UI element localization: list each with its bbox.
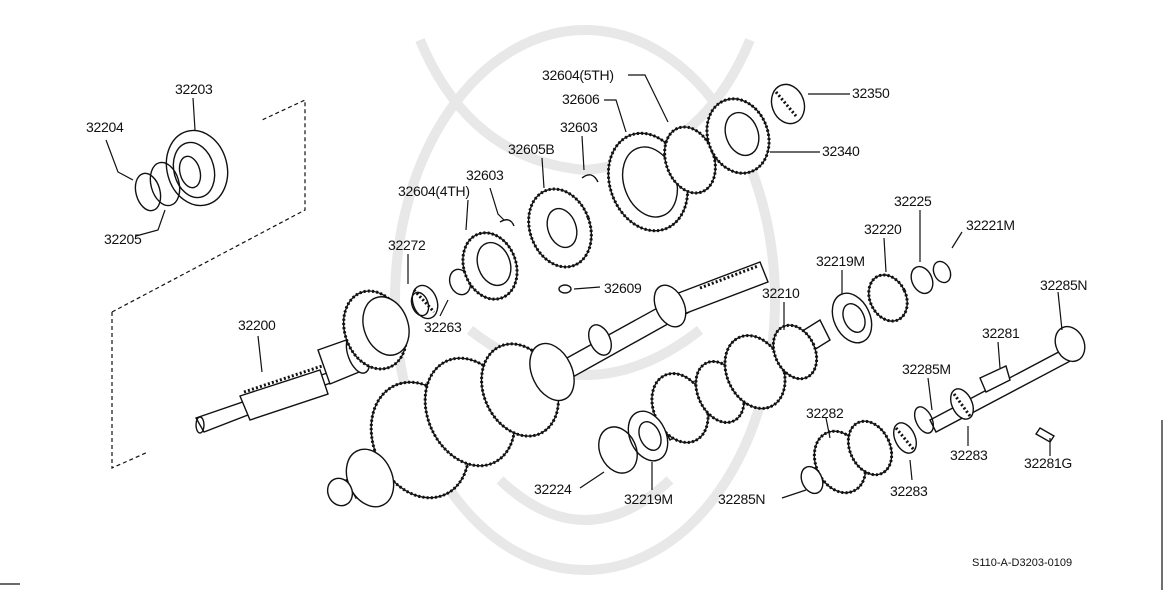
callout-32609: 32609 [604, 280, 642, 296]
callout-32219m-top: 32219M [816, 253, 865, 269]
bearing-32219m-bottom [627, 410, 669, 462]
spacer-32225 [910, 265, 934, 295]
callout-32285n-bottom: 32285N [718, 491, 765, 507]
input-bearing-32203 [134, 129, 229, 212]
fifth-gear-32340 [705, 97, 771, 175]
needle-bearing-32283 [892, 388, 975, 454]
thrust-washer-32285n-bottom [800, 465, 824, 495]
callout-32219m-bottom: 32219M [624, 491, 673, 507]
callout-32603-right: 32603 [560, 119, 598, 135]
reverse-idler-gear-32282 [812, 419, 894, 495]
thrust-washer-32285m [913, 406, 935, 434]
assembly-outline-dashed [111, 99, 306, 469]
key-spring-32603b [581, 174, 599, 183]
callout-32605b: 32605B [508, 141, 554, 157]
callout-32340: 32340 [822, 143, 860, 159]
callout-32204: 32204 [86, 119, 124, 135]
callout-32350: 32350 [852, 85, 890, 101]
callout-32604-4th: 32604(4TH) [398, 183, 470, 199]
callout-32281g: 32281G [1024, 455, 1072, 471]
callout-32263: 32263 [424, 319, 462, 335]
callout-32606: 32606 [562, 91, 600, 107]
gear-32220 [867, 273, 909, 323]
callout-32221m: 32221M [966, 217, 1015, 233]
callout-labels: 32203 32204 32205 32272 32604(4TH) 32603… [86, 67, 1088, 507]
snap-ring-32221m [932, 260, 952, 284]
needle-bearing-32272 [410, 284, 439, 320]
callout-32283-bottom: 32283 [890, 483, 928, 499]
synchro-ring-32604-4th [461, 231, 519, 301]
clutch-hub-32605b [527, 187, 593, 269]
callout-32220: 32220 [864, 221, 902, 237]
input-shaft-32200 [194, 289, 410, 434]
callout-32200: 32200 [238, 317, 276, 333]
key-spring-32603a [499, 219, 515, 227]
callout-32603-left: 32603 [466, 167, 504, 183]
main-shaft-32210 [326, 261, 769, 508]
key-32609 [558, 284, 572, 294]
callout-32205: 32205 [104, 231, 142, 247]
callout-32285m: 32285M [902, 361, 951, 377]
callout-32272: 32272 [388, 237, 426, 253]
callout-32225: 32225 [894, 193, 932, 209]
callout-32203: 32203 [175, 81, 213, 97]
leader-lines [105, 74, 1063, 499]
callout-32283-right: 32283 [950, 447, 988, 463]
callout-32224: 32224 [534, 481, 572, 497]
callout-32281: 32281 [982, 325, 1020, 341]
needle-bearing-32350 [770, 83, 806, 125]
callout-32282: 32282 [806, 405, 844, 421]
bearing-32219m-top [831, 292, 873, 344]
callout-32604-5th: 32604(5TH) [542, 67, 614, 83]
callout-32285n-right: 32285N [1040, 277, 1087, 293]
diagram-reference-code: S110-A-D3203-0109 [972, 557, 1072, 569]
washer-32224 [598, 426, 638, 474]
callout-32210: 32210 [762, 285, 800, 301]
counter-gear-32210 [650, 318, 831, 444]
